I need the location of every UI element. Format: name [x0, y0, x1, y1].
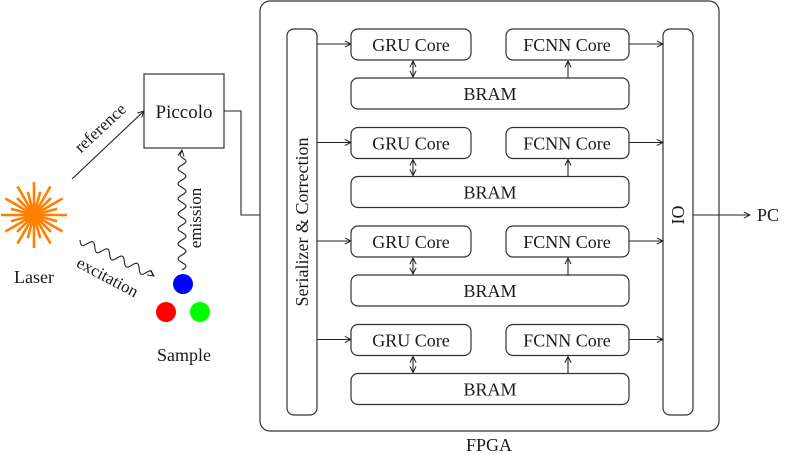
fcnn-core-label: FCNN Core: [523, 35, 611, 55]
laser-ray: [33, 197, 64, 217]
excitation-arrow: [79, 239, 154, 276]
laser-ray: [4, 197, 35, 217]
laser-icon: [1, 182, 67, 248]
sample-dot-green: [190, 302, 210, 322]
bram-label: BRAM: [463, 183, 516, 203]
reference-label: reference: [71, 99, 130, 156]
laser-ray: [33, 213, 64, 233]
fcnn-core-label: FCNN Core: [523, 232, 611, 252]
sample-dot-blue: [173, 274, 193, 294]
emission-label: emission: [186, 187, 205, 248]
gru-core-label: GRU Core: [372, 35, 450, 55]
serializer-block: [286, 28, 318, 416]
gru-core-label: GRU Core: [372, 232, 450, 252]
gru-core-label: GRU Core: [372, 134, 450, 154]
gru-core-label: GRU Core: [372, 331, 450, 351]
bram-block: [350, 77, 630, 110]
laser-ray: [33, 207, 58, 217]
sample-dot-red: [156, 302, 176, 322]
bram-label: BRAM: [463, 380, 516, 400]
laser-ray: [16, 214, 36, 245]
gru-core-block: [350, 323, 472, 357]
reference-arrow: [71, 111, 144, 180]
pc-label: PC: [757, 205, 779, 225]
bram-label: BRAM: [463, 84, 516, 104]
gru-core-block: [350, 126, 472, 160]
gru-core-block: [350, 225, 472, 258]
excitation-label: excitation: [74, 253, 143, 301]
emission-arrow: [177, 150, 187, 271]
fcnn-core-label: FCNN Core: [523, 134, 611, 154]
bram-block: [350, 274, 630, 307]
laser-ray: [16, 185, 36, 216]
io-label: IO: [668, 206, 688, 225]
gru-core-block: [350, 28, 472, 61]
fcnn-core-label: FCNN Core: [523, 331, 611, 351]
sample-label: Sample: [157, 345, 211, 365]
laser-ray: [4, 213, 35, 233]
fpga-box: [259, 0, 720, 432]
laser-ray: [32, 214, 52, 245]
io-block: [662, 28, 694, 416]
bram-block: [350, 175, 630, 209]
laser-ray: [32, 185, 52, 216]
fpga-label: FPGA: [466, 435, 512, 455]
bram-label: BRAM: [463, 281, 516, 301]
laser-label: Laser: [14, 267, 54, 287]
serializer-label: Serializer & Correction: [292, 138, 312, 307]
piccolo-label: Piccolo: [156, 102, 213, 123]
bram-block: [350, 372, 630, 406]
